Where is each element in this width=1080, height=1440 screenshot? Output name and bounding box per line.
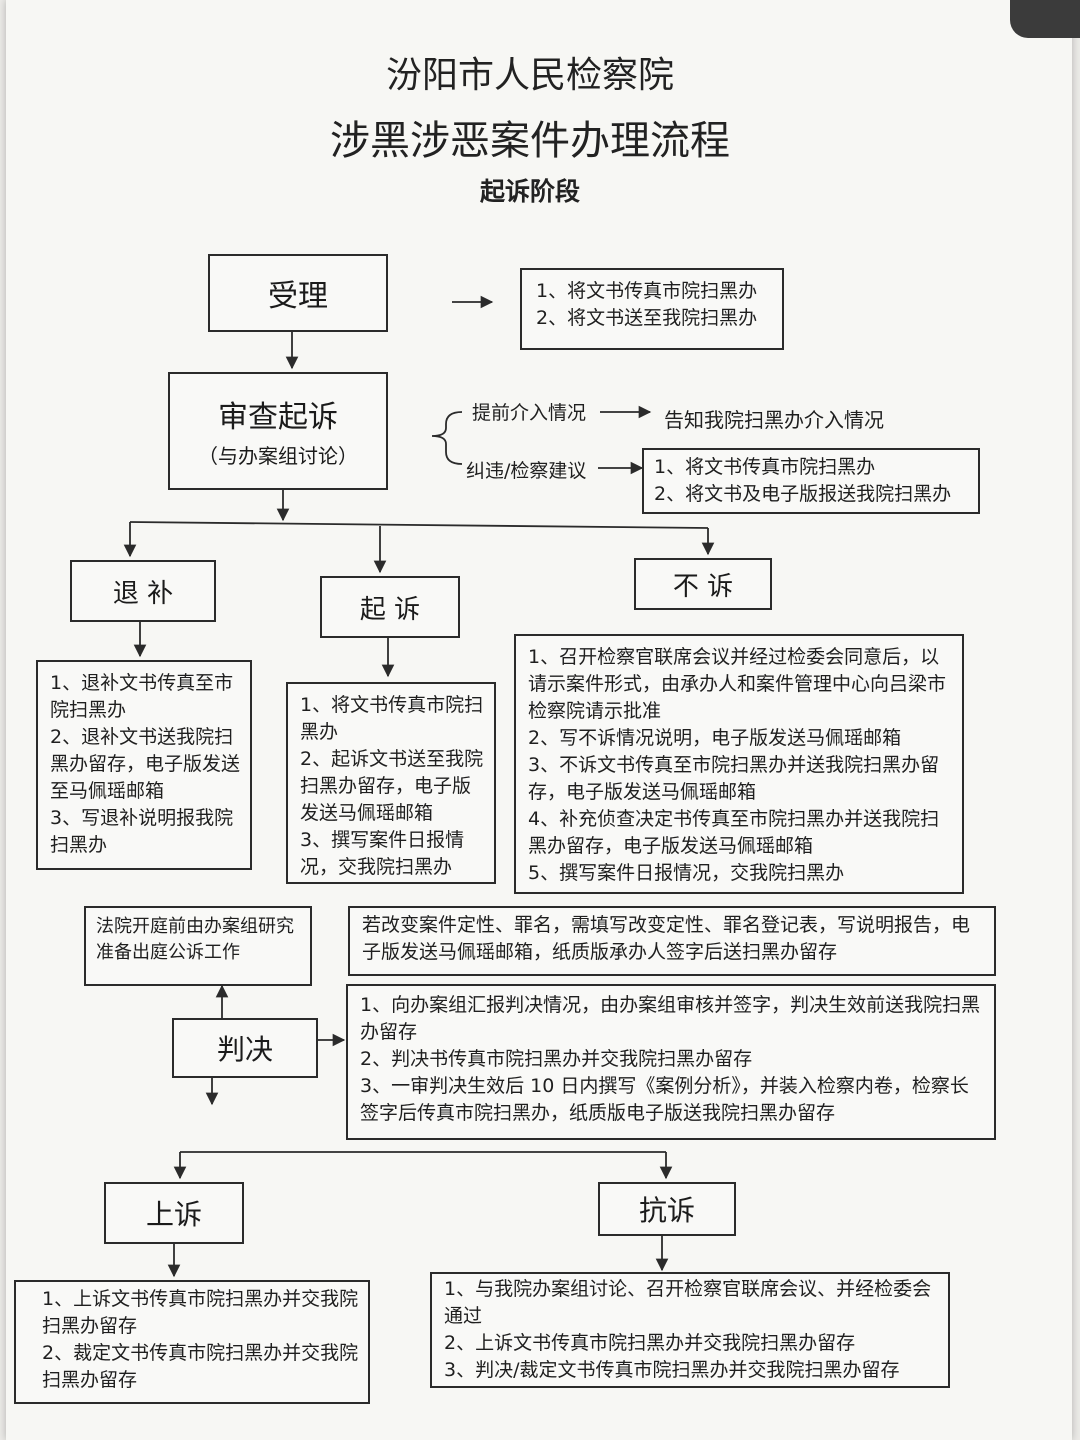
node-accept-label: 受理 [268,279,328,314]
node-return-label: 退 补 [112,578,174,609]
node-accept: 受理 [208,254,388,332]
change-text: 若改变案件定性、罪名，需填写改变定性、罪名登记表，写说明报告，电子版发送马佩瑶邮… [362,914,971,963]
protest-item-3: 3、判决/裁定文书传真市院扫黑办并交我院扫黑办留存 [444,1359,900,1381]
line-branch-horizontal [129,521,709,529]
verdict-list: 1、向办案组汇报判决情况，由办案组审核并签字，判决生效前送我院扫黑办留存 2、判… [346,984,996,1140]
court-prep-note: 法院开庭前由办案组研究准备出庭公诉工作 [84,906,312,986]
nopros-item-3: 3、不诉文书传真至市院扫黑办并送我院扫黑办留存，电子版发送马佩瑶邮箱 [528,754,940,803]
node-review: 审查起诉 （与办案组讨论） [168,372,388,490]
node-review-label: 审查起诉 [218,400,338,435]
early-intervention-result: 告知我院扫黑办介入情况 [664,408,884,432]
prosecute-item-1: 1、将文书传真市院扫黑办 [300,694,484,743]
nopros-list: 1、召开检察官联席会议并经过检委会同意后，以请示案件形式，由承办人和案件管理中心… [514,634,964,894]
prosecute-list: 1、将文书传真市院扫黑办 2、起诉文书送至我院扫黑办留存，电子版发送马佩瑶邮箱 … [286,682,496,884]
title-line-1: 汾阳市人民检察院 [385,55,674,96]
protest-item-2: 2、上诉文书传真市院扫黑办并交我院扫黑办留存 [444,1332,856,1354]
return-list: 1、退补文书传真至市院扫黑办 2、退补文书送我院扫黑办留存，电子版发送至马佩瑶邮… [36,660,252,870]
correction-note-2: 2、将文书及电子版报送我院扫黑办 [654,483,952,505]
correction-note-1: 1、将文书传真市院扫黑办 [654,456,876,478]
return-item-3: 3、写退补说明报我院扫黑办 [50,807,234,856]
early-intervention-label: 提前介入情况 [472,402,587,424]
title-line-2: 涉黑涉恶案件办理流程 [330,118,730,164]
accept-notes: 1、将文书传真市院扫黑办 2、将文书送至我院扫黑办 [520,268,784,350]
nopros-item-4: 4、补充侦查决定书传真至市院扫黑办并送我院扫黑办留存，电子版发送马佩瑶邮箱 [528,808,940,857]
correction-notes: 1、将文书传真市院扫黑办 2、将文书及电子版报送我院扫黑办 [642,448,980,514]
appeal-list: 1、上诉文书传真市院扫黑办并交我院扫黑办留存 2、裁定文书传真市院扫黑办并交我院… [14,1280,370,1404]
node-protest: 抗诉 [598,1182,736,1236]
accept-note-2: 2、将文书送至我院扫黑办 [536,307,758,329]
nopros-item-5: 5、撰写案件日报情况，交我院扫黑办 [528,862,845,884]
node-return: 退 补 [70,560,216,622]
node-prosecute: 起 诉 [320,576,460,638]
node-nopros-label: 不 诉 [672,571,734,602]
correction-label: 纠违/检察建议 [466,460,587,482]
prosecute-item-3: 3、撰写案件日报情况，交我院扫黑办 [300,829,465,878]
node-nopros: 不 诉 [634,558,772,610]
node-verdict-label: 判决 [216,1033,273,1066]
verdict-item-2: 2、判决书传真市院扫黑办并交我院扫黑办留存 [360,1048,753,1070]
nopros-item-1: 1、召开检察官联席会议并经过检委会同意后，以请示案件形式，由承办人和案件管理中心… [528,646,947,722]
nopros-item-2: 2、写不诉情况说明，电子版发送马佩瑶邮箱 [528,727,902,749]
review-brace [431,411,463,465]
verdict-item-1: 1、向办案组汇报判决情况，由办案组审核并签字，判决生效前送我院扫黑办留存 [360,994,981,1043]
background-device-corner [1010,0,1080,38]
node-prosecute-label: 起 诉 [359,594,421,625]
node-appeal-label: 上诉 [145,1198,202,1231]
return-item-1: 1、退补文书传真至市院扫黑办 [50,672,234,721]
protest-list: 1、与我院办案组讨论、召开检察官联席会议、并经检委会通过 2、上诉文书传真市院扫… [430,1272,950,1388]
protest-item-1: 1、与我院办案组讨论、召开检察官联席会议、并经检委会通过 [444,1278,932,1327]
verdict-item-3: 3、一审判决生效后 10 日内撰写《案例分析》，并装入检察内卷，检察长签字后传真… [360,1075,969,1124]
appeal-item-2: 2、裁定文书传真市院扫黑办并交我院扫黑办留存 [42,1342,359,1391]
node-protest-label: 抗诉 [638,1194,695,1227]
court-prep-text: 法院开庭前由办案组研究准备出庭公诉工作 [96,916,294,963]
accept-note-1: 1、将文书传真市院扫黑办 [536,280,758,302]
appeal-item-1: 1、上诉文书传真市院扫黑办并交我院扫黑办留存 [42,1288,359,1337]
node-verdict: 判决 [172,1018,318,1078]
stage-title: 起诉阶段 [479,177,580,206]
node-review-sub: （与办案组讨论） [198,444,358,468]
change-note: 若改变案件定性、罪名，需填写改变定性、罪名登记表，写说明报告，电子版发送马佩瑶邮… [348,906,996,976]
node-appeal: 上诉 [104,1182,244,1244]
prosecute-item-2: 2、起诉文书送至我院扫黑办留存，电子版发送马佩瑶邮箱 [300,748,484,824]
return-item-2: 2、退补文书送我院扫黑办留存，电子版发送至马佩瑶邮箱 [50,726,241,802]
